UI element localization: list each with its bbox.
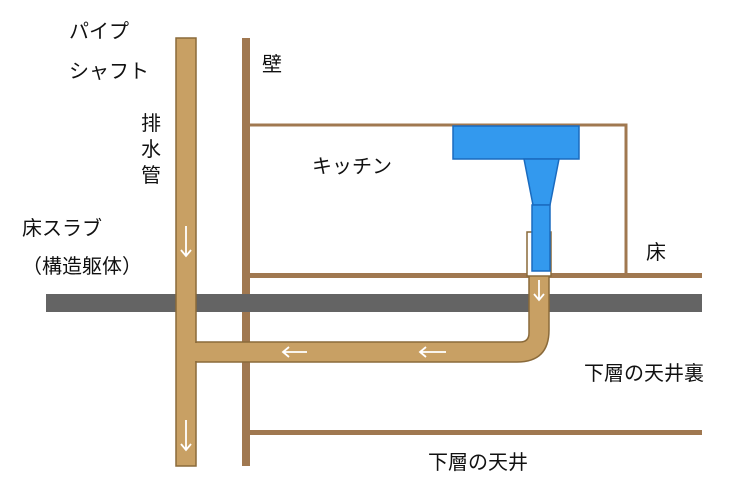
pipe-shaft-label-line1: パイプ [69,19,129,43]
slab-label: 床スラブ [22,216,102,240]
arrow-icon [180,226,192,258]
arrow-icon [281,346,307,358]
sink-drain-pipe [531,204,551,272]
floor-slab [46,294,702,312]
pipe-shaft-label-line2: シャフト [69,59,149,83]
kitchen-label: キッチン [312,154,392,178]
sink-funnel [523,158,560,206]
sink-basin [452,125,580,160]
kitchen-room-outline [250,123,628,274]
arrow-icon [533,280,545,302]
wall-label: 壁 [262,52,282,76]
arrow-icon [180,420,192,452]
drain-pipe-label-char: 排 [141,111,161,135]
arrow-icon [418,346,446,358]
ceiling-line [250,430,702,435]
drain-pipe-label: 排 水 管 [138,110,164,188]
drain-pipe-label-char: 管 [141,163,161,187]
floor-line [250,273,702,278]
slab-sublabel: （構造躯体） [22,254,142,278]
floor-label: 床 [646,240,666,264]
ceiling-cavity-label: 下層の天井裏 [584,361,704,385]
pipe-joint [177,343,198,361]
wall [242,38,250,466]
drain-pipe-label-char: 水 [141,137,161,161]
ceiling-label: 下層の天井 [428,450,528,474]
